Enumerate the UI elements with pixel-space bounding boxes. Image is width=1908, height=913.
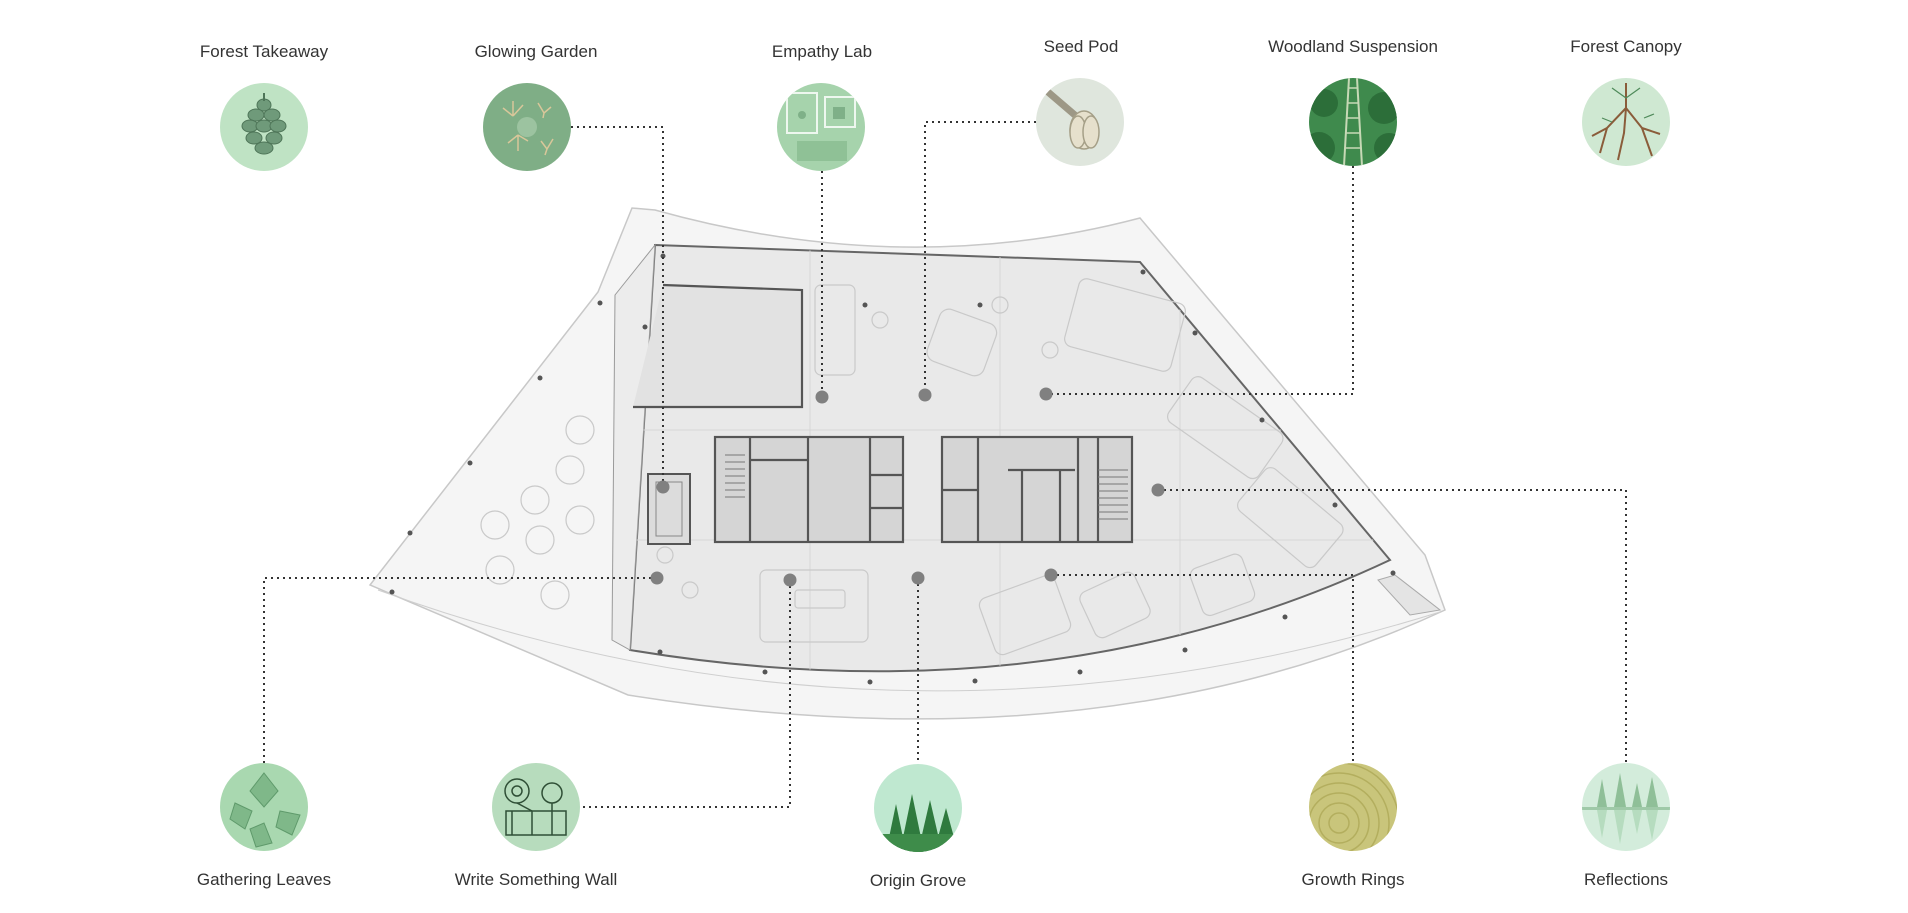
location-markers <box>650 387 1165 587</box>
label-forest-canopy: Forest Canopy <box>1570 37 1682 56</box>
label-gathering-leaves: Gathering Leaves <box>196 870 332 889</box>
floor-inner-left-bay <box>611 243 656 651</box>
enclosed-room-top-left <box>633 283 804 409</box>
furniture-outlines <box>480 278 1344 656</box>
pinecone-icon[interactable] <box>220 83 308 171</box>
leader-lines <box>263 121 1627 808</box>
label-write-something-wall: Write Something Wall <box>454 870 618 889</box>
lab-room-icon[interactable] <box>777 83 865 171</box>
suspension-bridge-icon[interactable] <box>1309 78 1397 166</box>
leader-write-something-wall <box>580 580 791 808</box>
marker-seed-pod[interactable] <box>918 388 932 402</box>
marker-write-something-wall[interactable] <box>783 573 797 587</box>
marker-origin-grove[interactable] <box>911 571 925 585</box>
marker-gathering-leaves[interactable] <box>650 571 664 585</box>
label-reflections: Reflections <box>1583 870 1669 889</box>
leader-reflections <box>1158 489 1627 763</box>
lake-reflection-icon[interactable] <box>1582 763 1670 851</box>
marker-growth-rings[interactable] <box>1044 568 1058 582</box>
tree-rings-icon[interactable] <box>1309 763 1397 851</box>
pine-forest-icon[interactable] <box>874 764 962 852</box>
core-left <box>713 435 905 544</box>
seed-pod-icon[interactable] <box>1036 78 1124 166</box>
marker-woodland-suspension[interactable] <box>1039 387 1053 401</box>
perimeter-columns <box>389 253 1396 685</box>
leader-woodland-suspension <box>1046 166 1354 395</box>
label-woodland-suspension: Woodland Suspension <box>1268 37 1438 56</box>
label-glowing-garden: Glowing Garden <box>474 42 598 61</box>
leaves-icon[interactable] <box>220 763 308 851</box>
leader-growth-rings <box>1051 574 1354 763</box>
label-empathy-lab: Empathy Lab <box>771 42 873 61</box>
label-seed-pod: Seed Pod <box>1043 37 1119 56</box>
label-origin-grove: Origin Grove <box>869 871 967 890</box>
garden-ferns-icon[interactable] <box>483 83 571 171</box>
core-right <box>940 435 1134 544</box>
floor-outer-edge <box>377 589 1441 692</box>
marker-reflections[interactable] <box>1151 483 1165 497</box>
tree-roots-icon[interactable] <box>1582 78 1670 166</box>
marker-empathy-lab[interactable] <box>815 390 829 404</box>
marker-glowing-garden[interactable] <box>656 480 670 494</box>
machine-sketch-icon[interactable] <box>492 763 580 851</box>
label-forest-takeaway: Forest Takeaway <box>199 42 329 61</box>
leader-glowing-garden <box>571 126 664 487</box>
leader-gathering-leaves <box>263 577 657 763</box>
leader-seed-pod <box>924 121 1036 395</box>
label-growth-rings: Growth Rings <box>1301 870 1405 889</box>
balcony-wedge <box>1377 574 1442 616</box>
